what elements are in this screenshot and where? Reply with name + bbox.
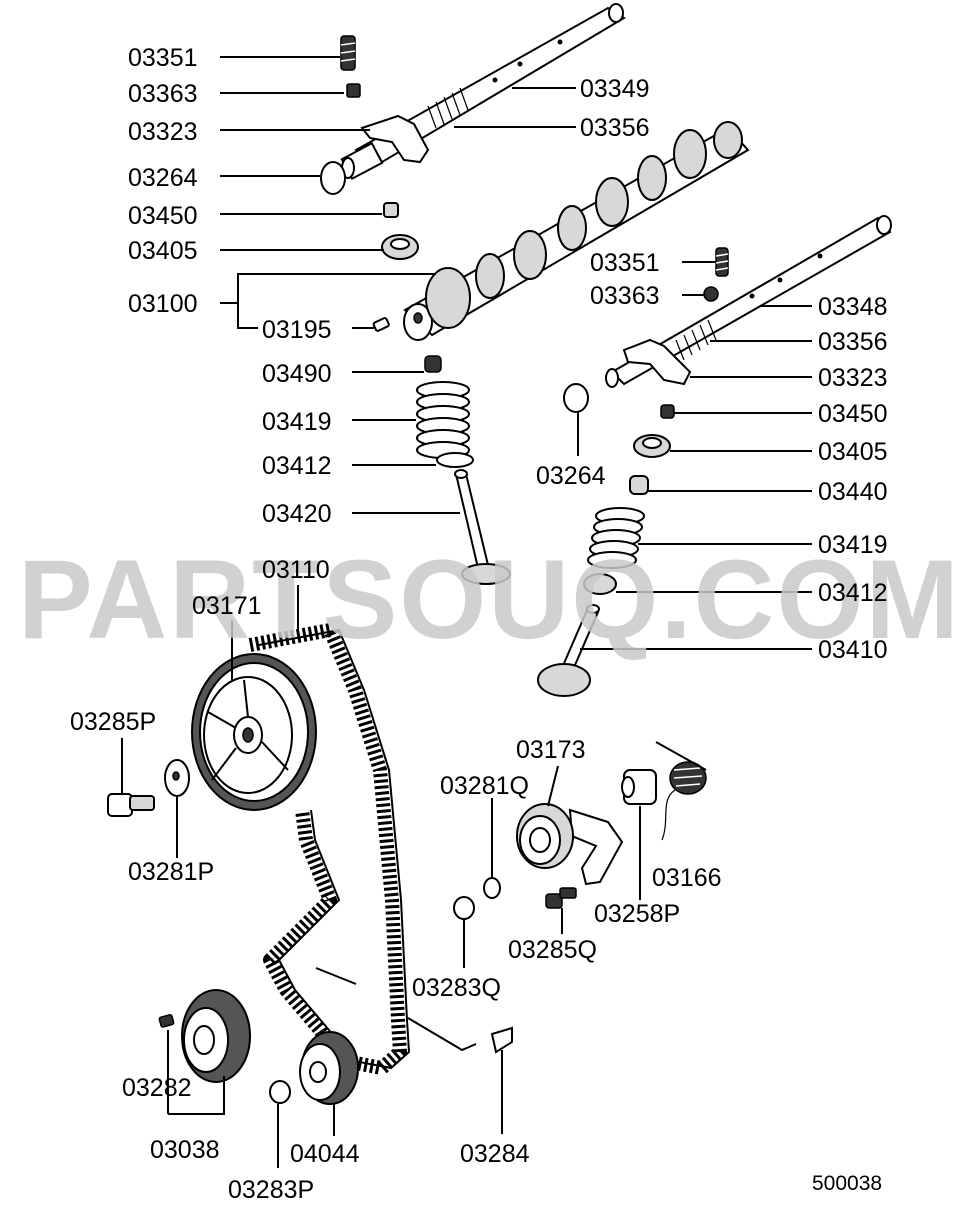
label-03195[interactable]: 03195 (262, 316, 332, 344)
label-03349[interactable]: 03349 (580, 75, 650, 103)
spring-03166[interactable] (661, 761, 707, 841)
label-03363-lower[interactable]: 03363 (590, 282, 660, 310)
washer-03281P[interactable] (164, 759, 190, 797)
label-03173[interactable]: 03173 (516, 736, 586, 764)
label-03100[interactable]: 03100 (128, 290, 198, 318)
spacer-03258P[interactable] (621, 769, 657, 805)
cap-03440[interactable] (629, 475, 649, 495)
label-03412-left[interactable]: 03412 (262, 452, 332, 480)
label-03348[interactable]: 03348 (818, 293, 888, 321)
washer-03281Q[interactable] (483, 877, 501, 899)
label-03323-upper[interactable]: 03323 (128, 118, 198, 146)
rocker-arm-upper[interactable] (340, 114, 430, 181)
timing-belt-03110[interactable] (248, 623, 407, 1075)
spring-03351-upper[interactable] (340, 35, 356, 71)
camshaft-sprocket-03171[interactable] (191, 653, 317, 811)
label-03363-upper[interactable]: 03363 (128, 80, 198, 108)
label-03283P[interactable]: 03283P (228, 1176, 314, 1204)
bushing-03283P[interactable] (269, 1080, 291, 1104)
bolt-03285Q[interactable] (545, 887, 577, 909)
label-03171[interactable]: 03171 (192, 592, 262, 620)
spring-03351-lower[interactable] (715, 247, 729, 277)
tensioner-03173[interactable] (516, 803, 624, 886)
washer-03264-lower[interactable] (563, 383, 589, 413)
diagram-code: 500038 (812, 1172, 882, 1195)
cover-03284[interactable] (490, 1026, 513, 1054)
label-03281P[interactable]: 03281P (128, 858, 214, 886)
valve-03420[interactable] (454, 469, 511, 585)
label-03323-lower[interactable]: 03323 (818, 364, 888, 392)
label-03038[interactable]: 03038 (150, 1136, 220, 1164)
part-labels: 03351 03363 03323 03264 03450 03405 0310… (70, 44, 888, 1204)
bolt-03285P[interactable] (107, 793, 155, 817)
label-03285Q[interactable]: 03285Q (508, 936, 597, 964)
collet-03490[interactable] (424, 355, 442, 373)
label-04044[interactable]: 04044 (290, 1140, 360, 1168)
label-03450-upper[interactable]: 03450 (128, 202, 198, 230)
label-03440[interactable]: 03440 (818, 478, 888, 506)
cap-03450-lower[interactable] (660, 404, 675, 419)
label-03356-lower[interactable]: 03356 (818, 328, 888, 356)
label-03351-lower[interactable]: 03351 (590, 249, 660, 277)
label-03405-upper[interactable]: 03405 (128, 237, 198, 265)
seat-03412-right[interactable] (583, 573, 617, 595)
label-03110[interactable]: 03110 (262, 556, 330, 584)
label-03351-upper[interactable]: 03351 (128, 44, 198, 72)
label-03283Q[interactable]: 03283Q (412, 974, 501, 1002)
label-03258P[interactable]: 03258P (594, 900, 680, 928)
nut-03363-lower[interactable] (703, 286, 719, 302)
label-03356-upper[interactable]: 03356 (580, 114, 650, 142)
camshaft[interactable] (403, 121, 750, 341)
bushing-03283Q[interactable] (453, 896, 475, 920)
crankshaft-sprocket-03038[interactable] (181, 989, 251, 1083)
label-03166[interactable]: 03166 (652, 864, 722, 892)
label-03405-lower[interactable]: 03405 (818, 438, 888, 466)
label-03264-lower[interactable]: 03264 (536, 462, 606, 490)
pin-03195[interactable] (372, 317, 390, 332)
seal-03405-upper[interactable] (381, 234, 419, 260)
valve-spring-03419-right[interactable] (587, 507, 645, 569)
label-03410[interactable]: 03410 (818, 636, 888, 664)
label-03450-lower[interactable]: 03450 (818, 400, 888, 428)
rocker-arm-lower[interactable] (605, 338, 692, 388)
label-03419-left[interactable]: 03419 (262, 408, 332, 436)
watermark: PARTSOUQ.COM (18, 537, 960, 662)
label-03412-right[interactable]: 03412 (818, 579, 888, 607)
idler-pulley-04044[interactable] (299, 1031, 359, 1105)
label-03282[interactable]: 03282 (122, 1074, 192, 1102)
valve-spring-03419-left[interactable] (416, 381, 470, 459)
label-03284[interactable]: 03284 (460, 1140, 530, 1168)
label-03264-upper[interactable]: 03264 (128, 164, 198, 192)
label-03285P[interactable]: 03285P (70, 708, 156, 736)
leader-lines (121, 56, 812, 1168)
nut-03363-upper[interactable] (346, 83, 361, 98)
valve-03410[interactable] (537, 604, 600, 697)
label-03490[interactable]: 03490 (262, 360, 332, 388)
label-03420[interactable]: 03420 (262, 500, 332, 528)
key-03282[interactable] (158, 1014, 175, 1028)
seal-03405-lower[interactable] (633, 434, 671, 458)
label-03419-right[interactable]: 03419 (818, 531, 888, 559)
washer-03264-upper[interactable] (320, 161, 346, 195)
seat-03412-left[interactable] (436, 452, 474, 468)
label-03281Q[interactable]: 03281Q (440, 772, 529, 800)
cap-03450-upper[interactable] (383, 202, 399, 218)
rocker-shaft-lower[interactable] (610, 215, 892, 386)
